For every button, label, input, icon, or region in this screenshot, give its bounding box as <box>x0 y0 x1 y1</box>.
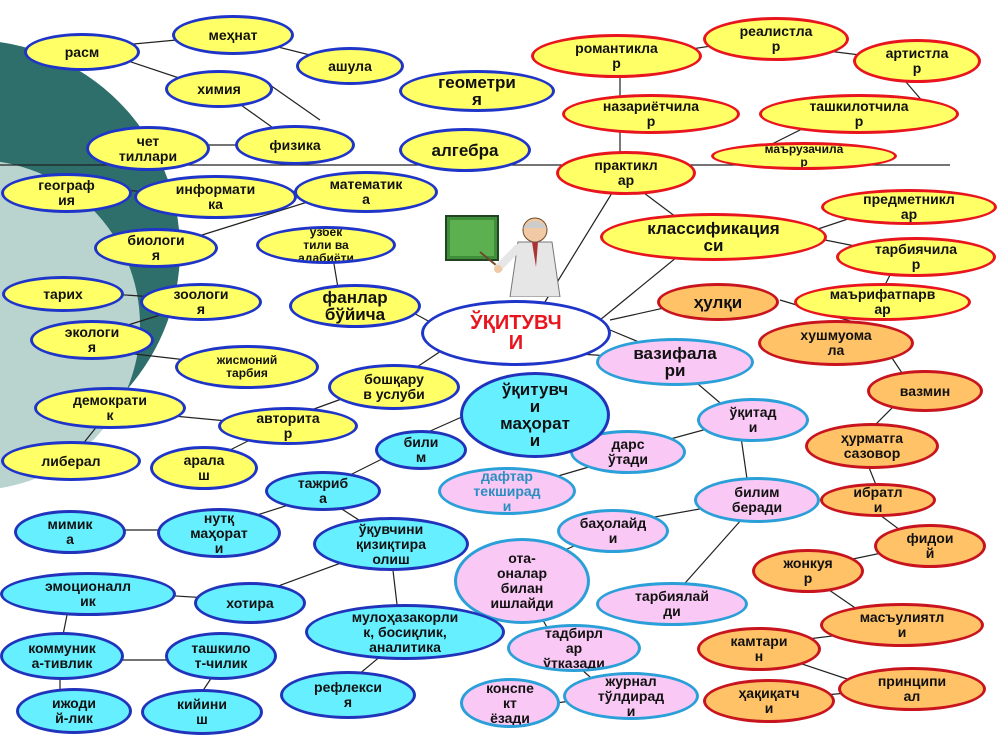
teacher-illustration-icon <box>445 215 561 297</box>
node-uqitadi: ўқитад и <box>697 398 809 442</box>
node-daftar: дафтар текширад и <box>438 467 576 515</box>
node-jurnal: журнал тўлдирад и <box>563 672 699 720</box>
node-boshqaruv: бошқару в услуби <box>328 364 460 410</box>
node-tarbiyalaydi: тарбиялай ди <box>596 582 748 626</box>
node-fanlar-buyicha: фанлар бўйича <box>289 284 421 328</box>
node-ibratli: ибратл и <box>820 483 936 517</box>
node-fidoiy: фидои й <box>874 524 986 568</box>
node-tashkilotchilar: ташкилотчила р <box>759 94 959 134</box>
connector <box>269 84 321 121</box>
node-zoologiya: зоологи я <box>140 283 262 321</box>
node-baholaydi: баҳолайд и <box>557 509 669 553</box>
node-realistlar: реалистла р <box>703 17 849 61</box>
node-qiziqtira: ўқувчини қизиқтира олиш <box>313 517 469 571</box>
node-amaliyotchilar: практикл ар <box>556 151 696 195</box>
node-avtoritar: авторита р <box>218 407 358 445</box>
node-klassifikatsiya: классификация си <box>600 213 827 261</box>
node-vazifalari: вазифала ри <box>596 338 754 386</box>
node-mimika: мимик а <box>14 510 126 554</box>
node-demokratik: демократи к <box>34 387 186 429</box>
node-maruzachilar: маърузачила р <box>711 142 897 170</box>
node-bilim: били м <box>375 430 467 470</box>
node-predmetniklar: предметникл ар <box>821 189 997 225</box>
node-tajriba: тажриб а <box>265 471 381 511</box>
node-rasm: расм <box>24 33 140 71</box>
node-ashula: ашула <box>296 47 404 85</box>
node-liberal: либерал <box>1 441 141 481</box>
center-node-teacher: ЎҚИТУВЧ И <box>421 300 611 366</box>
node-kimyo: химия <box>165 70 273 108</box>
node-emotsional: эмоционалл ик <box>0 572 176 616</box>
node-matematika: математик а <box>294 171 438 213</box>
node-algebra: алгебра <box>399 128 531 172</box>
node-konspekt: конспе кт ёзади <box>460 678 560 728</box>
node-artistlar: артистла р <box>853 39 981 83</box>
node-informatika: информати ка <box>134 175 297 219</box>
node-biologiya: биологи я <box>94 228 218 268</box>
node-kommunikativ: коммуник а-тивлик <box>0 632 124 680</box>
node-marifatparvar: маърифатпарв ар <box>794 283 971 321</box>
node-tashkilotchilik: ташкило т-чилик <box>165 632 277 680</box>
node-jismoniy: жисмоний тарбия <box>175 345 319 389</box>
node-aralash: арала ш <box>150 446 258 490</box>
node-romantiklar: романтикла р <box>531 34 702 78</box>
node-bilim-beradi: билим беради <box>694 477 820 523</box>
node-uzbek-tili: ўзбек тили ва адабиёти <box>256 226 396 264</box>
node-ijodiylik: ижоди й-лик <box>16 688 132 734</box>
node-tarix: тарих <box>2 276 124 312</box>
node-vazmin: вазмин <box>867 370 983 412</box>
node-printsipial: принципи ал <box>838 667 986 711</box>
node-hurmatga: ҳурматга сазовор <box>805 423 939 469</box>
node-xushmuomala: хушмуома ла <box>758 320 914 366</box>
node-mehnat: меҳнат <box>172 15 294 55</box>
node-nutq: нутқ маҳорат и <box>157 508 281 558</box>
node-tarbiyachilar: тарбиячила р <box>836 237 996 277</box>
node-mahorati: ўқитувч и маҳорат и <box>460 372 610 458</box>
node-xotira: хотира <box>194 582 306 624</box>
node-chet-tillari: чет тиллари <box>86 126 210 171</box>
node-geometriya: геометри я <box>399 70 555 112</box>
node-refleksiya: рефлекси я <box>280 671 416 719</box>
node-haqiqatchi: ҳақиқатч и <box>703 679 835 723</box>
node-kamtarin: камтари н <box>697 627 821 671</box>
node-geografiya: географ ия <box>1 173 132 213</box>
node-kiyinish: кийини ш <box>141 689 263 735</box>
node-ekologiya: экологи я <box>30 320 154 360</box>
node-ota-onalar: ота- оналар билан ишлайди <box>454 538 590 624</box>
node-nazariyotchilar: назариётчила р <box>562 94 740 134</box>
node-jonkuyar: жонкуя р <box>752 549 864 593</box>
node-muloxaza: мулоҳазакорли к, босиқлик, аналитика <box>305 604 505 660</box>
node-masuliyatli: масъулиятл и <box>820 603 984 647</box>
node-fizika: физика <box>235 125 355 165</box>
node-xulqi: ҳулқи <box>657 283 779 321</box>
node-tadbirlar: тадбирл ар ўтказади <box>507 624 641 672</box>
